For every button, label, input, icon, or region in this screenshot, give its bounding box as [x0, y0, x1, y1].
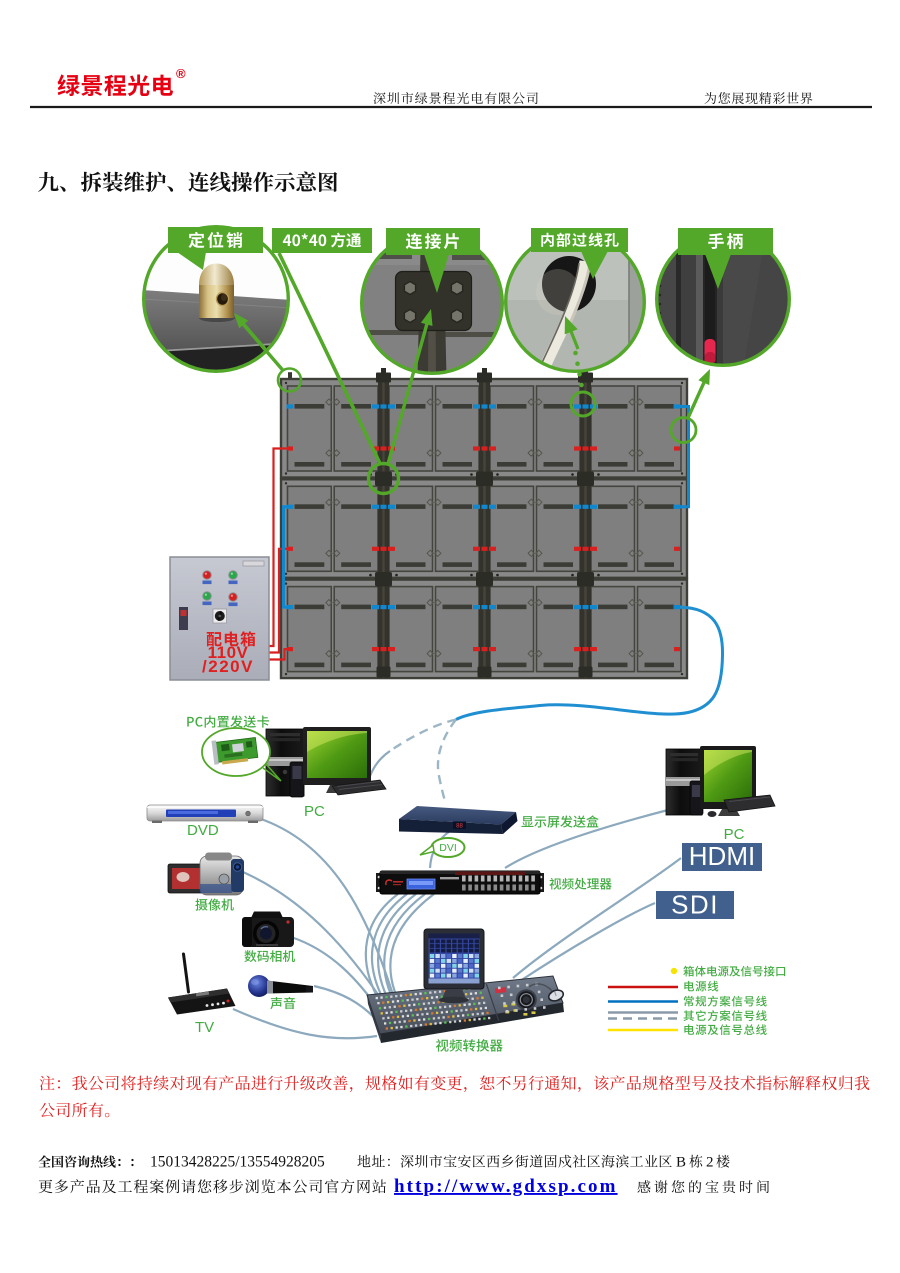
svg-text:15013428225/13554928205: 15013428225/13554928205	[150, 1154, 325, 1171]
svg-text:TV: TV	[195, 1019, 214, 1036]
svg-text:PC: PC	[724, 826, 745, 843]
svg-text:/220V: /220V	[202, 657, 254, 676]
svg-text:DVD: DVD	[187, 822, 219, 839]
svg-text:http://www.gdxsp.com: http://www.gdxsp.com	[394, 1176, 618, 1197]
svg-text:®: ®	[176, 66, 186, 81]
svg-text:DVI: DVI	[439, 842, 457, 854]
svg-text:SDI: SDI	[671, 890, 719, 920]
svg-text:PC: PC	[304, 803, 325, 820]
svg-text:HDMI: HDMI	[689, 841, 755, 871]
svg-text:110V: 110V	[208, 643, 249, 662]
svg-text:2: 2	[706, 1155, 714, 1171]
svg-text:B: B	[676, 1155, 686, 1171]
svg-text:88: 88	[456, 824, 463, 830]
